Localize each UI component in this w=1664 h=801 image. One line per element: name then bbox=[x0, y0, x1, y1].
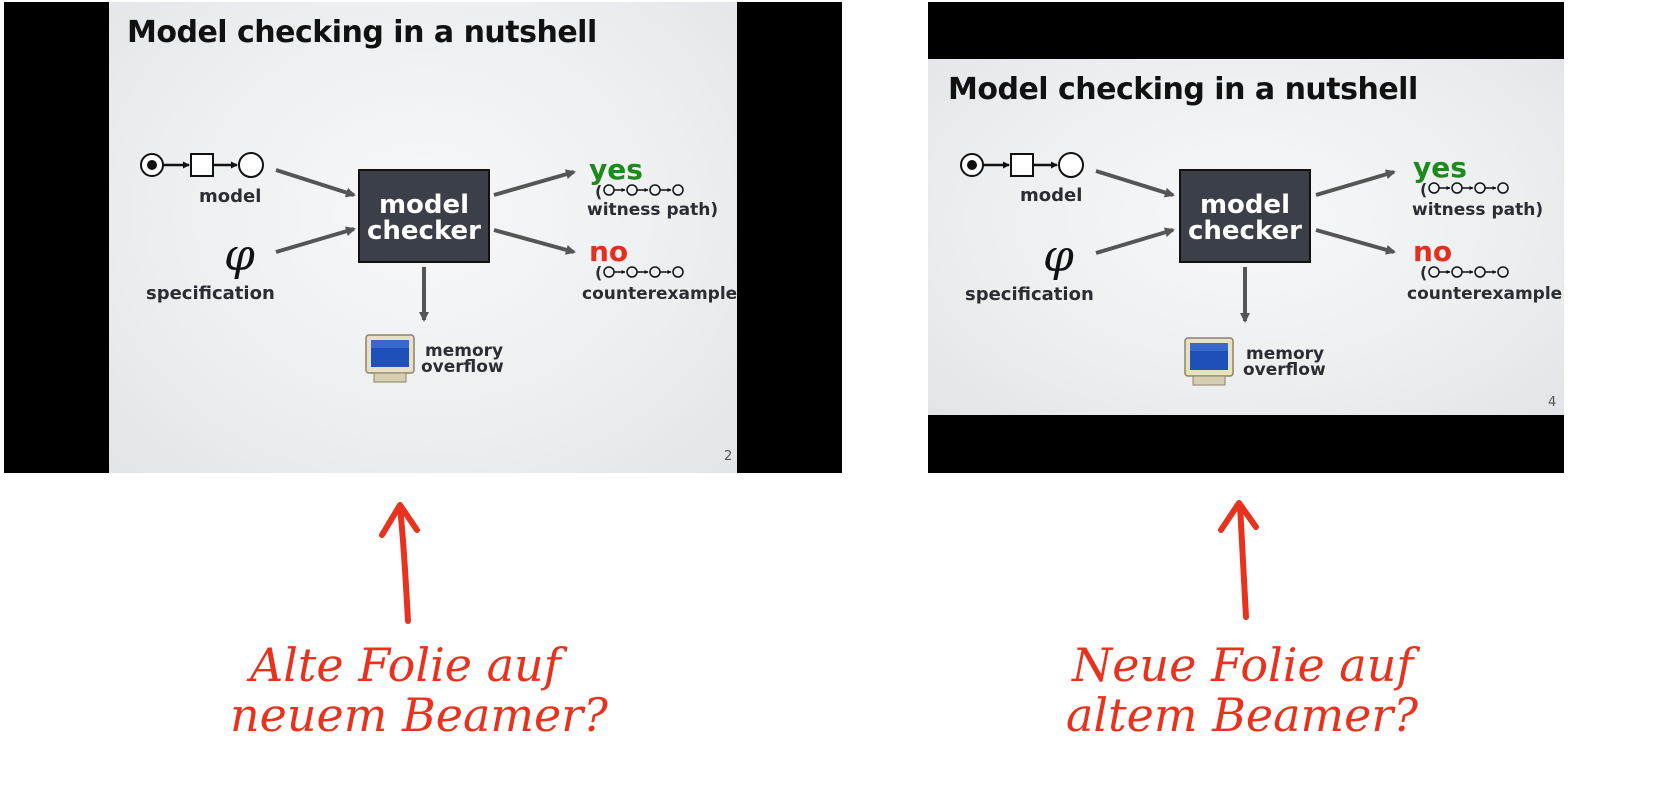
counterexample-trace-icon bbox=[603, 266, 684, 278]
left-annotation-drawing: Alte Folie auf neuem Beamer? bbox=[230, 502, 608, 742]
witness-path-label: witness path) bbox=[587, 200, 718, 220]
right-annotation-drawing: Neue Folie auf altem Beamer? bbox=[1066, 500, 1420, 742]
checker-to-no-arrow bbox=[1315, 228, 1396, 255]
right-annotation-line2: altem Beamer? bbox=[1066, 688, 1418, 742]
model-label: model bbox=[199, 186, 261, 207]
checker-to-no-arrow bbox=[493, 228, 576, 255]
right-slide: Model checking in a nutshell model φ spe… bbox=[928, 59, 1564, 415]
model-label: model bbox=[1020, 185, 1082, 206]
no-label: no bbox=[1413, 235, 1452, 268]
checker-to-yes-arrow bbox=[493, 169, 576, 197]
memory-line2: overflow bbox=[421, 357, 504, 377]
left-slide: Model checking in a nutshell model φ spe… bbox=[109, 2, 737, 473]
phi-symbol: φ bbox=[1043, 231, 1074, 282]
specification-label: specification bbox=[965, 284, 1094, 305]
right-beamer-screen: Model checking in a nutshell model φ spe… bbox=[928, 2, 1564, 473]
monitor-icon bbox=[1184, 337, 1234, 386]
counterexample-paren: ( bbox=[1420, 263, 1427, 282]
left-slide-diagram: Model checking in a nutshell model φ spe… bbox=[127, 15, 737, 464]
model-checker-box bbox=[358, 169, 490, 263]
witness-trace-icon bbox=[603, 184, 684, 196]
left-annotation-line1: Alte Folie auf bbox=[246, 638, 568, 692]
counterexample-label: counterexample) bbox=[1407, 284, 1564, 304]
slide-title: Model checking in a nutshell bbox=[127, 15, 597, 50]
memory-line2: overflow bbox=[1243, 360, 1326, 380]
memory-line1: memory bbox=[425, 341, 503, 361]
slide-title: Model checking in a nutshell bbox=[948, 72, 1418, 107]
counterexample-trace-icon bbox=[1428, 266, 1509, 278]
petri-net-model-icon bbox=[140, 152, 264, 178]
page-number: 4 bbox=[1548, 395, 1556, 410]
page-number: 2 bbox=[724, 449, 732, 464]
up-arrow-icon bbox=[1218, 500, 1259, 620]
left-annotation-line2: neuem Beamer? bbox=[230, 688, 608, 742]
checker-line1: model bbox=[1200, 190, 1290, 220]
checker-line1: model bbox=[379, 190, 469, 220]
checker-to-yes-arrow bbox=[1315, 169, 1396, 197]
witness-paren: ( bbox=[595, 182, 602, 201]
witness-trace-icon bbox=[1428, 182, 1509, 194]
counterexample-paren: ( bbox=[595, 263, 602, 282]
model-checker-box bbox=[1179, 169, 1311, 263]
memory-line1: memory bbox=[1246, 344, 1324, 364]
left-beamer-screen: Model checking in a nutshell model φ spe… bbox=[4, 2, 842, 473]
model-to-checker-arrow bbox=[1095, 169, 1175, 198]
specification-label: specification bbox=[146, 283, 275, 304]
yes-label: yes bbox=[589, 153, 643, 186]
spec-to-checker-arrow bbox=[275, 226, 356, 254]
spec-to-checker-arrow bbox=[1095, 227, 1175, 255]
petri-net-model-icon bbox=[960, 152, 1084, 178]
up-arrow-icon bbox=[379, 502, 420, 624]
right-annotation-line1: Neue Folie auf bbox=[1071, 638, 1420, 692]
monitor-icon bbox=[365, 334, 415, 383]
right-annotation: Neue Folie auf altem Beamer? bbox=[1058, 495, 1478, 795]
counterexample-label: counterexample) bbox=[582, 284, 737, 304]
left-annotation: Alte Folie auf neuem Beamer? bbox=[220, 495, 640, 795]
right-slide-diagram: Model checking in a nutshell model φ spe… bbox=[948, 72, 1564, 410]
phi-symbol: φ bbox=[224, 230, 255, 281]
witness-paren: ( bbox=[1420, 180, 1427, 199]
checker-line2: checker bbox=[367, 216, 481, 246]
model-to-checker-arrow bbox=[275, 168, 356, 198]
checker-line2: checker bbox=[1188, 216, 1302, 246]
no-label: no bbox=[589, 235, 628, 268]
witness-path-label: witness path) bbox=[1412, 200, 1543, 220]
yes-label: yes bbox=[1413, 151, 1467, 184]
